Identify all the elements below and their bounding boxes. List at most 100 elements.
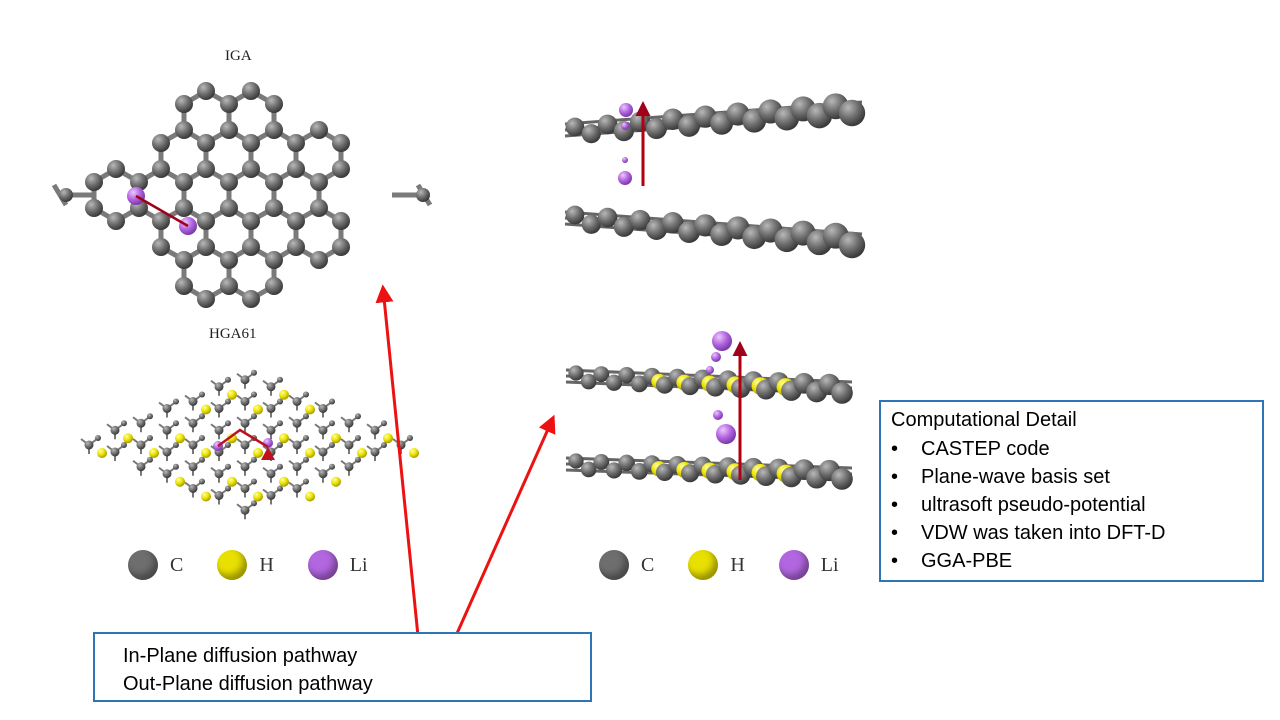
hydrogen-atom xyxy=(305,448,315,458)
carbon-atom xyxy=(381,442,387,448)
carbon-atom xyxy=(266,491,276,500)
carbon-atom xyxy=(175,121,193,139)
computational-detail-title: Computational Detail xyxy=(891,409,1077,431)
hydrogen-atom xyxy=(279,476,289,487)
hydrogen-atom xyxy=(383,433,393,444)
carbon-atom xyxy=(188,484,198,493)
carbon-atom xyxy=(292,484,302,493)
in-plane-label: In-Plane diffusion pathway xyxy=(123,645,358,667)
carbon-atom xyxy=(581,214,601,234)
carbon-atom xyxy=(188,440,198,450)
carbon-atom xyxy=(370,447,380,457)
carbon-atom xyxy=(240,375,250,385)
carbon-atom xyxy=(197,290,215,308)
carbon-atom xyxy=(173,442,179,448)
carbon-atom xyxy=(85,173,103,191)
carbon-atom xyxy=(136,418,146,428)
legend-item-lithium: Li xyxy=(307,550,368,580)
carbon-atom xyxy=(240,418,250,428)
carbon-atom xyxy=(370,425,380,435)
carbon-atom xyxy=(318,404,328,413)
bullet-icon: • xyxy=(891,438,899,460)
bullet-icon: • xyxy=(891,550,899,572)
carbon-atom xyxy=(147,456,153,463)
pointer-arrow-in-plane xyxy=(375,284,420,637)
carbon-atom xyxy=(292,462,302,472)
hga61-in-plane-path xyxy=(217,428,269,449)
carbon-atom xyxy=(580,373,597,390)
carbon-atom xyxy=(416,188,430,202)
list-item-text: ultrasoft pseudo-potential xyxy=(921,494,1146,516)
carbon-atom-icon xyxy=(128,550,158,580)
carbon-atom xyxy=(175,199,193,217)
list-item-text: CASTEP code xyxy=(921,438,1050,460)
carbon-atom xyxy=(630,375,648,393)
carbon-atom xyxy=(188,418,198,428)
carbon-atom xyxy=(355,435,361,441)
carbon-atom xyxy=(162,425,172,435)
hydrogen-atom xyxy=(279,433,289,444)
carbon-atom xyxy=(565,117,585,137)
iga-title: IGA xyxy=(225,48,252,64)
carbon-atom xyxy=(225,485,231,492)
carbon-atom xyxy=(605,462,623,479)
carbon-atom xyxy=(310,199,328,217)
carbon-atom xyxy=(265,277,283,295)
carbon-atom xyxy=(266,425,276,435)
carbon-atom xyxy=(265,199,283,217)
carbon-atom xyxy=(147,435,153,441)
hydrogen-atom xyxy=(97,448,107,458)
carbon-atom xyxy=(277,485,283,492)
carbon-atom xyxy=(173,420,179,427)
carbon-atom xyxy=(662,108,684,130)
carbon-atom xyxy=(292,440,302,450)
legend-label: H xyxy=(730,553,745,576)
hga61-structure-atoms xyxy=(84,369,419,515)
carbon-atom xyxy=(838,231,866,259)
carbon-atom xyxy=(110,425,120,435)
carbon-atom xyxy=(242,238,260,256)
hydrogen-atom xyxy=(175,476,185,487)
carbon-atom xyxy=(332,160,350,178)
legend-label: Li xyxy=(349,553,368,576)
carbon-atom xyxy=(277,376,283,383)
carbon-atom xyxy=(197,134,215,152)
carbon-atom xyxy=(303,456,309,463)
carbon-atom xyxy=(303,478,309,485)
carbon-atom xyxy=(197,160,215,178)
carbon-atom xyxy=(332,134,350,152)
carbon-atom xyxy=(173,398,179,405)
carbon-atom xyxy=(329,463,335,470)
hydrogen-atom xyxy=(227,476,237,487)
carbon-atom xyxy=(242,82,260,100)
list-item: •ultrasoft pseudo-potential xyxy=(891,491,1252,519)
carbon-atom xyxy=(251,391,257,398)
legend-item-hydrogen: H xyxy=(217,550,274,580)
bullet-icon: • xyxy=(891,466,899,488)
list-item-text: GGA-PBE xyxy=(921,550,1013,572)
carbon-atom xyxy=(266,404,276,413)
carbon-atom xyxy=(197,212,215,230)
carbon-atom xyxy=(240,462,250,472)
carbon-atom xyxy=(136,462,146,472)
legend-item-carbon: C xyxy=(128,550,183,580)
legend-right: C H Li xyxy=(599,550,873,580)
carbon-atom xyxy=(242,134,260,152)
carbon-atom xyxy=(220,121,238,139)
carbon-atom xyxy=(581,124,601,144)
carbon-atom xyxy=(107,212,125,230)
out-plane-label: Out-Plane diffusion pathway xyxy=(123,673,373,695)
carbon-atom xyxy=(332,212,350,230)
carbon-atom xyxy=(220,199,238,217)
hydrogen-atom xyxy=(253,404,263,415)
carbon-atom xyxy=(381,420,387,427)
carbon-atom xyxy=(407,435,413,441)
carbon-atom xyxy=(242,212,260,230)
carbon-atom xyxy=(242,290,260,308)
hydrogen-atom xyxy=(279,389,289,400)
list-item: • GGA-PBE xyxy=(891,547,1252,575)
legend-item-carbon: C xyxy=(599,550,654,580)
carbon-atom xyxy=(152,212,170,230)
carbon-atom xyxy=(240,440,250,450)
bullet-icon: • xyxy=(891,522,899,544)
